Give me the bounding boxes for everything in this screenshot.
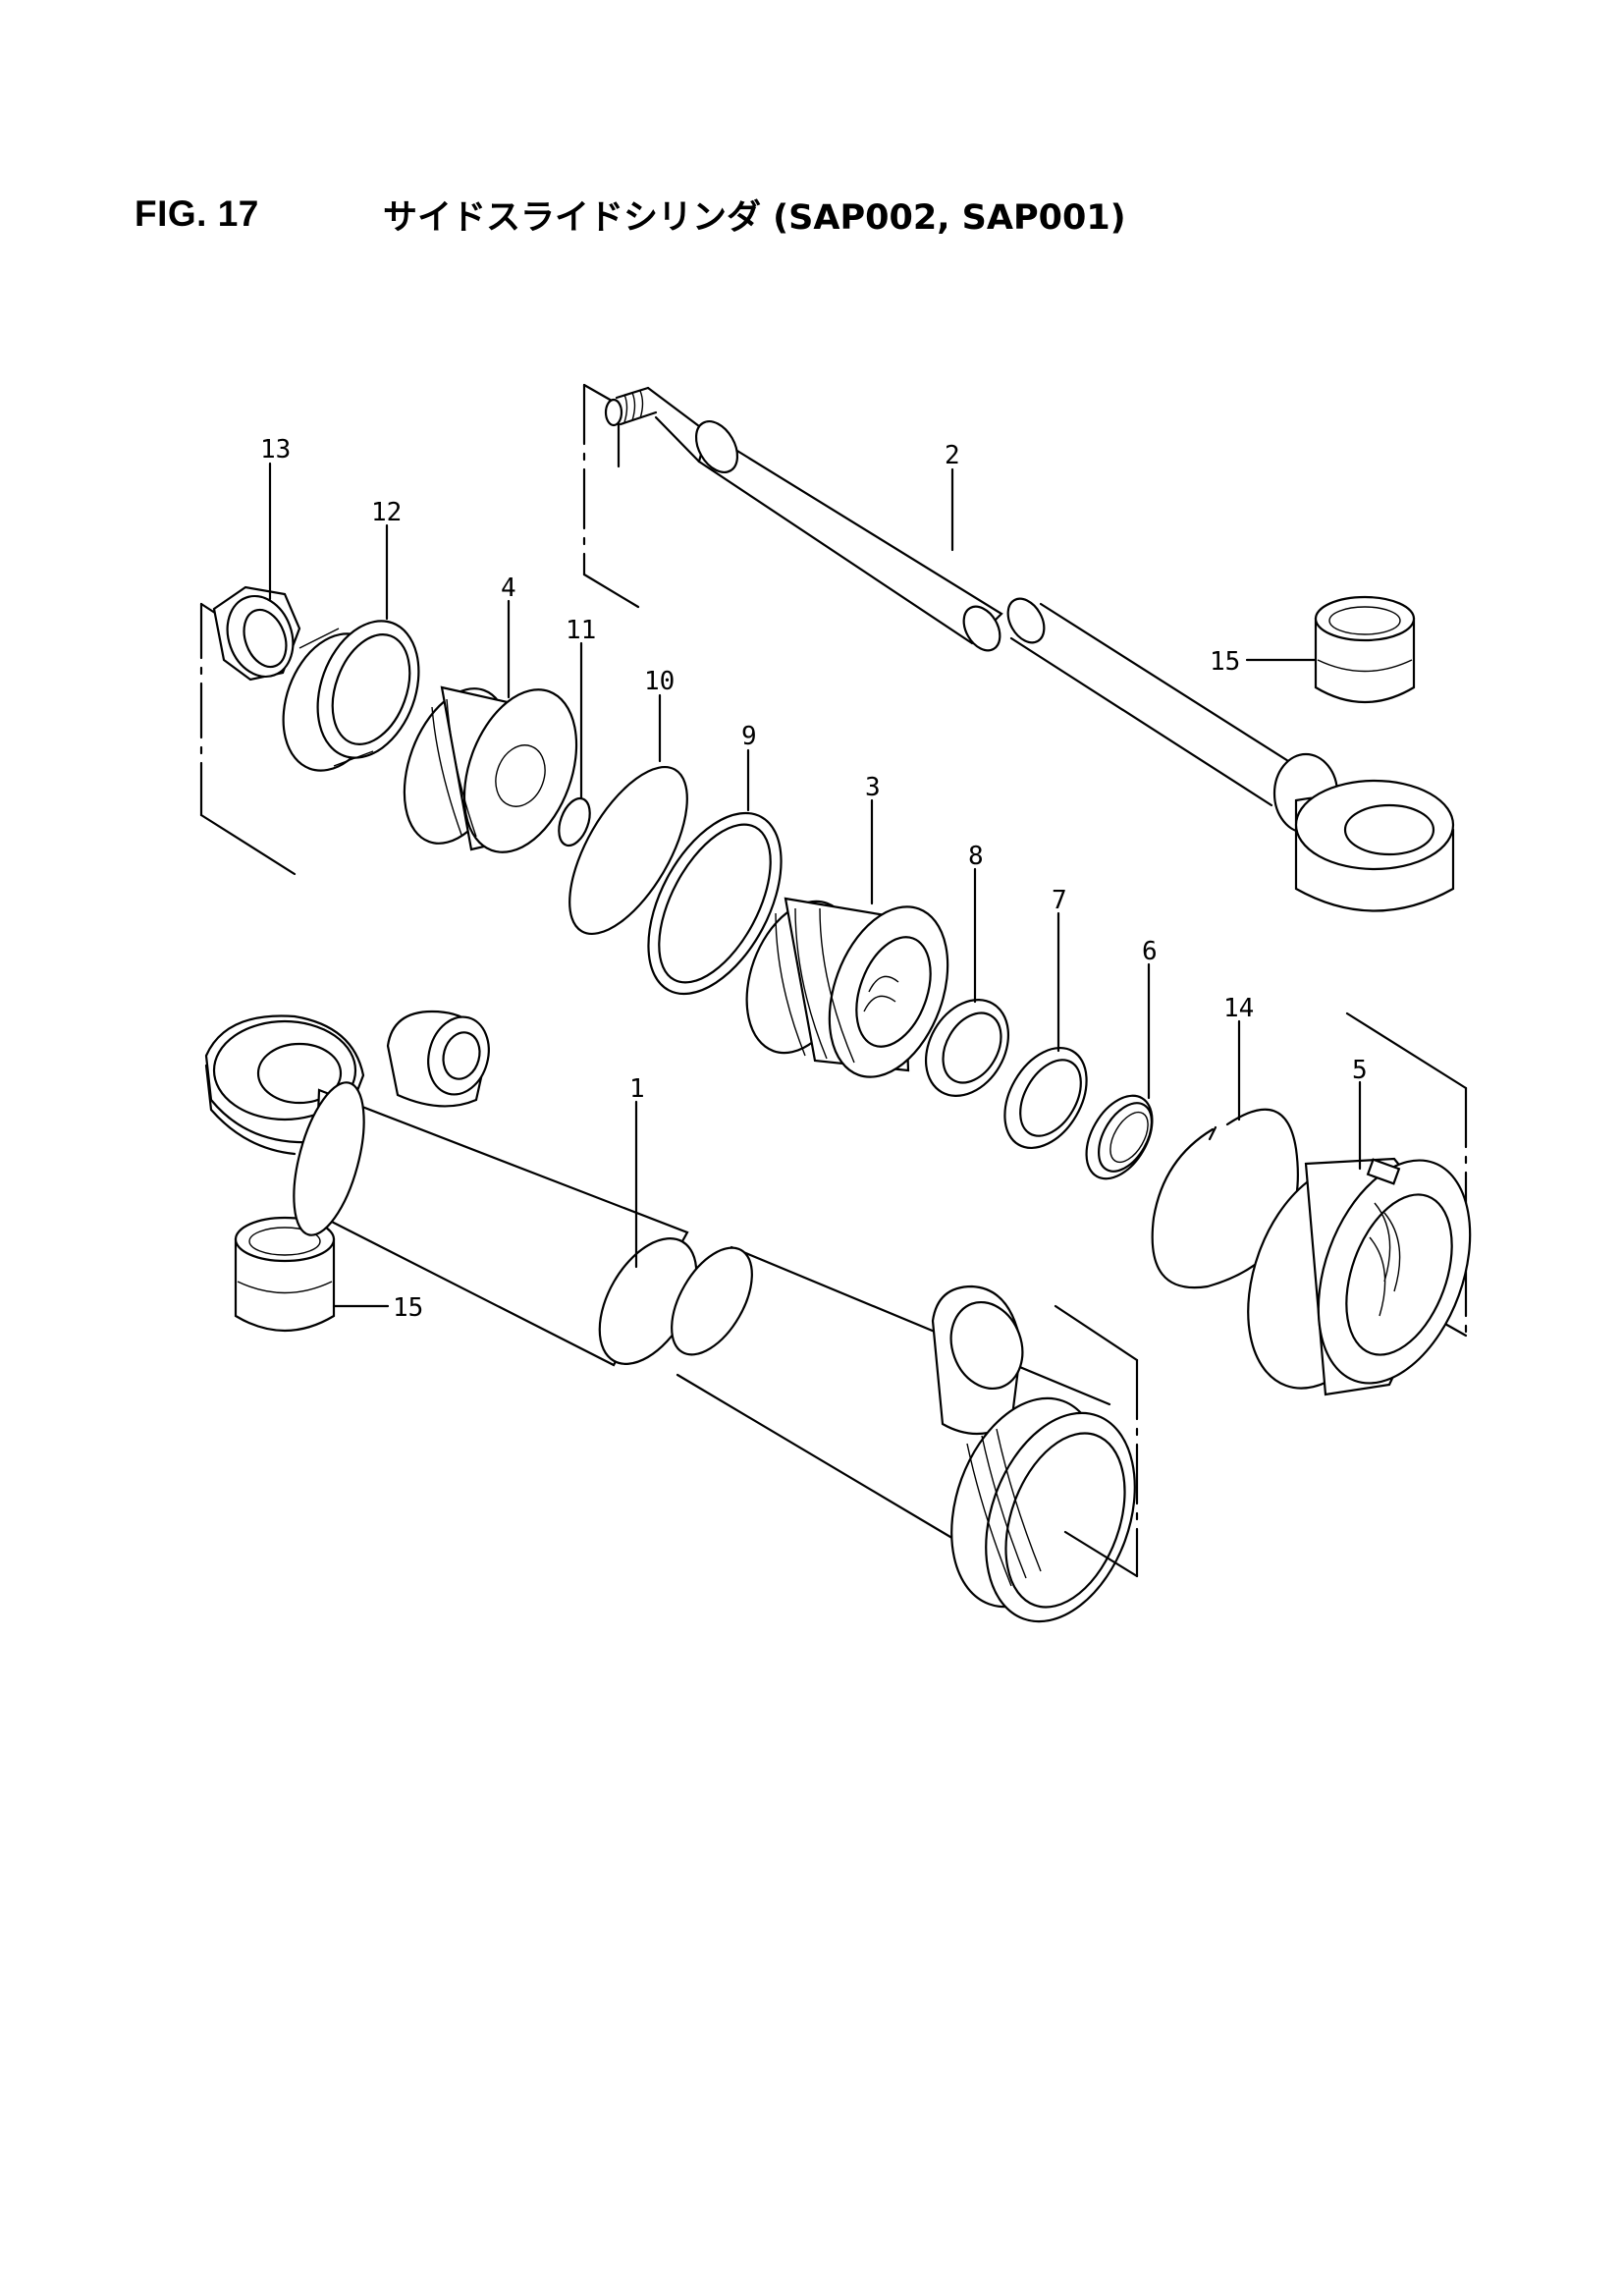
leader-lines (268, 462, 1362, 1308)
callout-labels: 13 12 4 11 10 9 3 8 7 6 14 5 2 15 1 15 (260, 435, 1368, 1323)
seal-ring (1003, 1046, 1088, 1150)
o-ring-large (568, 765, 688, 936)
snap-ring (1151, 1108, 1299, 1289)
cylinder-head (403, 685, 578, 853)
callout-5: 5 (1352, 1056, 1368, 1085)
callout-8: 8 (968, 842, 984, 871)
end-cap (1247, 1011, 1472, 1396)
callout-15-lower: 15 (393, 1293, 423, 1323)
figure-title: サイドスライドシリンダ (SAP002, SAP001) (383, 197, 1126, 238)
figure-header: FIG. 17 サイドスライドシリンダ (SAP002, SAP001) (135, 185, 1126, 244)
callout-1: 1 (629, 1074, 645, 1104)
callout-6: 6 (1142, 937, 1158, 966)
callout-3: 3 (865, 773, 881, 802)
callout-4: 4 (501, 574, 516, 603)
piston-rod (582, 383, 1455, 912)
bushing-lower (234, 1216, 336, 1332)
backup-ring (647, 811, 783, 996)
callout-14: 14 (1223, 994, 1254, 1023)
rod-seal (1085, 1094, 1154, 1180)
callout-7: 7 (1052, 886, 1067, 915)
piston (745, 897, 949, 1078)
wear-ring (924, 999, 1010, 1097)
packing-ring (282, 620, 420, 772)
bushing-upper (1314, 595, 1416, 703)
callout-12: 12 (371, 498, 402, 527)
nut (199, 585, 301, 876)
callout-15-upper: 15 (1210, 647, 1240, 677)
cylinder-tube (204, 1010, 1139, 1623)
callout-9: 9 (741, 722, 757, 751)
callout-11: 11 (566, 616, 596, 645)
callout-13: 13 (260, 435, 291, 465)
callout-10: 10 (644, 667, 675, 696)
callout-2: 2 (945, 441, 960, 470)
figure-number: FIG. 17 (135, 193, 259, 234)
o-ring-small (558, 796, 591, 847)
